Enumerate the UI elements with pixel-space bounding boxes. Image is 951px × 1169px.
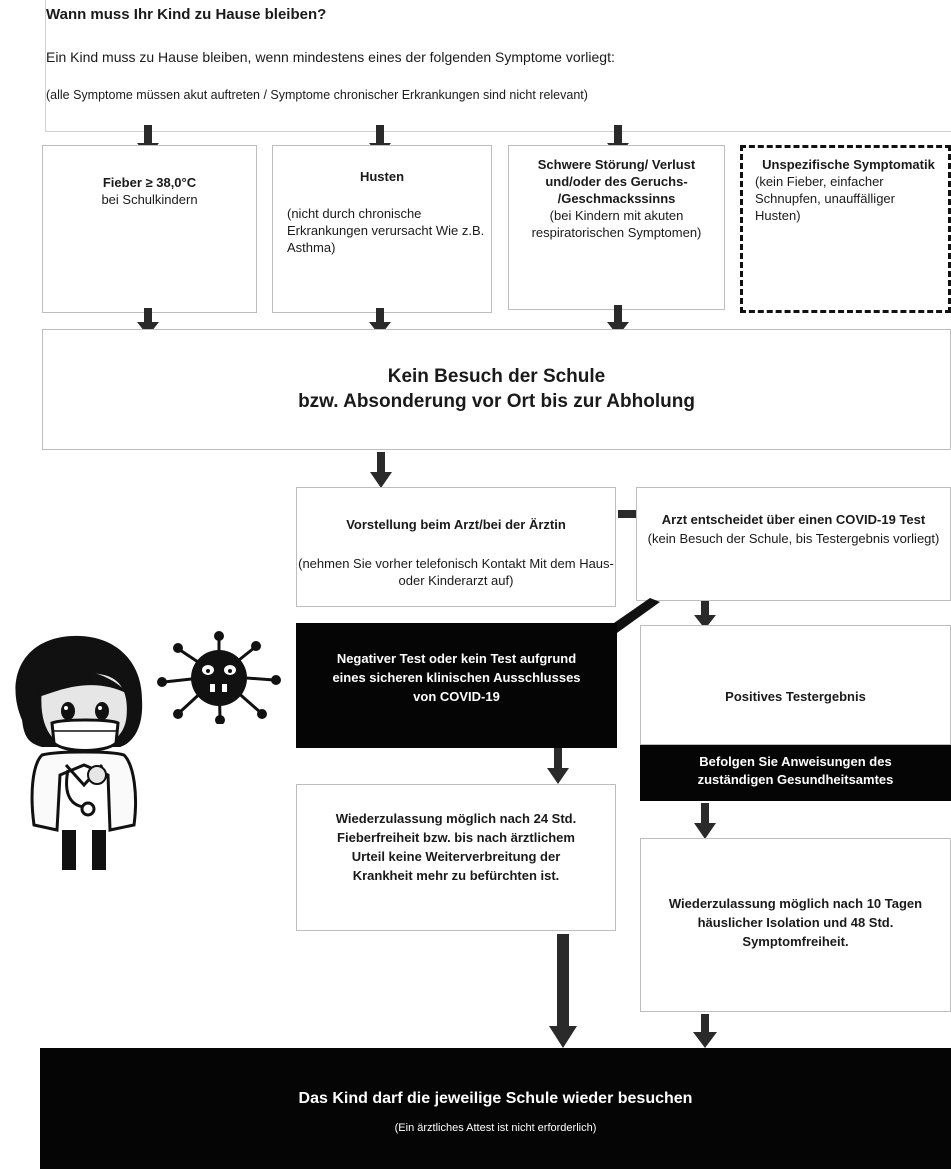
symptom-fever-box: Fieber ≥ 38,0°C bei Schulkindern <box>42 145 257 313</box>
no-school-line-2: bzw. Absonderung vor Ort bis zur Abholun… <box>298 391 695 412</box>
arrow-down-icon <box>694 803 716 839</box>
intro-text: Ein Kind muss zu Hause bleiben, wenn min… <box>46 49 615 65</box>
readmission-10-days-box: Wiederzulassung möglich nach 10 Tagen hä… <box>640 838 951 1012</box>
symptom-smell-text: (bei Kindern mit akuten respiratorischen… <box>531 208 702 240</box>
test-decision-box: Arzt entscheidet über einen COVID-19 Tes… <box>636 487 951 601</box>
symptom-smell-box: Schwere Störung/ Verlust und/oder des Ge… <box>508 145 725 310</box>
symptom-unspecific-text: (kein Fieber, einfacher Schnupfen, unauf… <box>755 174 895 223</box>
test-decision-text: (kein Besuch der Schule, bis Testergebni… <box>647 531 940 546</box>
symptom-unspecific-box: Unspezifische Symptomatik (kein Fieber, … <box>740 145 951 313</box>
doctor-visit-title: Vorstellung beim Arzt/bei der Ärztin <box>346 517 566 532</box>
negative-test-text: Negativer Test oder kein Test aufgrund e… <box>332 651 581 704</box>
no-school-box: Kein Besuch der Schule bzw. Absonderung … <box>42 329 951 450</box>
positive-test-text: Positives Testergebnis <box>725 689 866 704</box>
symptom-unspecific-title: Unspezifische Symptomatik <box>762 157 935 172</box>
symptom-cough-title: Husten <box>359 169 405 184</box>
final-result-title: Das Kind darf die jeweilige Schule wiede… <box>298 1090 693 1107</box>
readmission-10-days-text: Wiederzulassung möglich nach 10 Tagen hä… <box>668 896 923 949</box>
health-office-instructions-text: Befolgen Sie Anweisungen des zuständigen… <box>697 754 894 787</box>
symptom-cough-box: Husten (nicht durch chronische Erkrankun… <box>272 145 492 313</box>
symptom-fever-title: Fieber ≥ 38,0°C <box>102 175 197 190</box>
doctor-with-mask-illustration <box>15 635 143 870</box>
symptom-cough-text: (nicht durch chronische Erkrankungen ver… <box>287 206 485 255</box>
doctor-visit-box: Vorstellung beim Arzt/bei der Ärztin (ne… <box>296 487 616 607</box>
health-office-instructions-box: Befolgen Sie Anweisungen des zuständigen… <box>640 745 951 801</box>
no-school-line-1: Kein Besuch der Schule <box>387 366 606 387</box>
readmission-24h-box: Wiederzulassung möglich nach 24 Std. Fie… <box>296 784 616 931</box>
test-decision-title: Arzt entscheidet über einen COVID-19 Tes… <box>661 512 926 527</box>
final-result-box: Das Kind darf die jeweilige Schule wiede… <box>40 1048 951 1169</box>
arrow-down-icon <box>694 601 716 629</box>
virus-illustration <box>157 631 281 724</box>
header-panel: Wann muss Ihr Kind zu Hause bleiben? Ein… <box>45 0 951 132</box>
symptom-fever-text: bei Schulkindern <box>101 192 198 207</box>
negative-test-box: Negativer Test oder kein Test aufgrund e… <box>296 623 617 748</box>
arrow-down-icon <box>370 452 392 488</box>
readmission-24h-text: Wiederzulassung möglich nach 24 Std. Fie… <box>335 811 577 883</box>
arrow-down-icon <box>549 934 577 1048</box>
symptom-smell-title: Schwere Störung/ Verlust und/oder des Ge… <box>537 157 696 206</box>
arrow-down-icon <box>693 1014 717 1048</box>
arrow-down-icon <box>547 748 569 784</box>
final-result-note: (Ein ärztliches Attest ist nicht erforde… <box>394 1122 597 1134</box>
intro-note: (alle Symptome müssen akut auftreten / S… <box>46 88 588 102</box>
page-title: Wann muss Ihr Kind zu Hause bleiben? <box>46 6 327 23</box>
positive-test-box: Positives Testergebnis <box>640 625 951 745</box>
doctor-visit-text: (nehmen Sie vorher telefonisch Kontakt M… <box>298 556 614 588</box>
